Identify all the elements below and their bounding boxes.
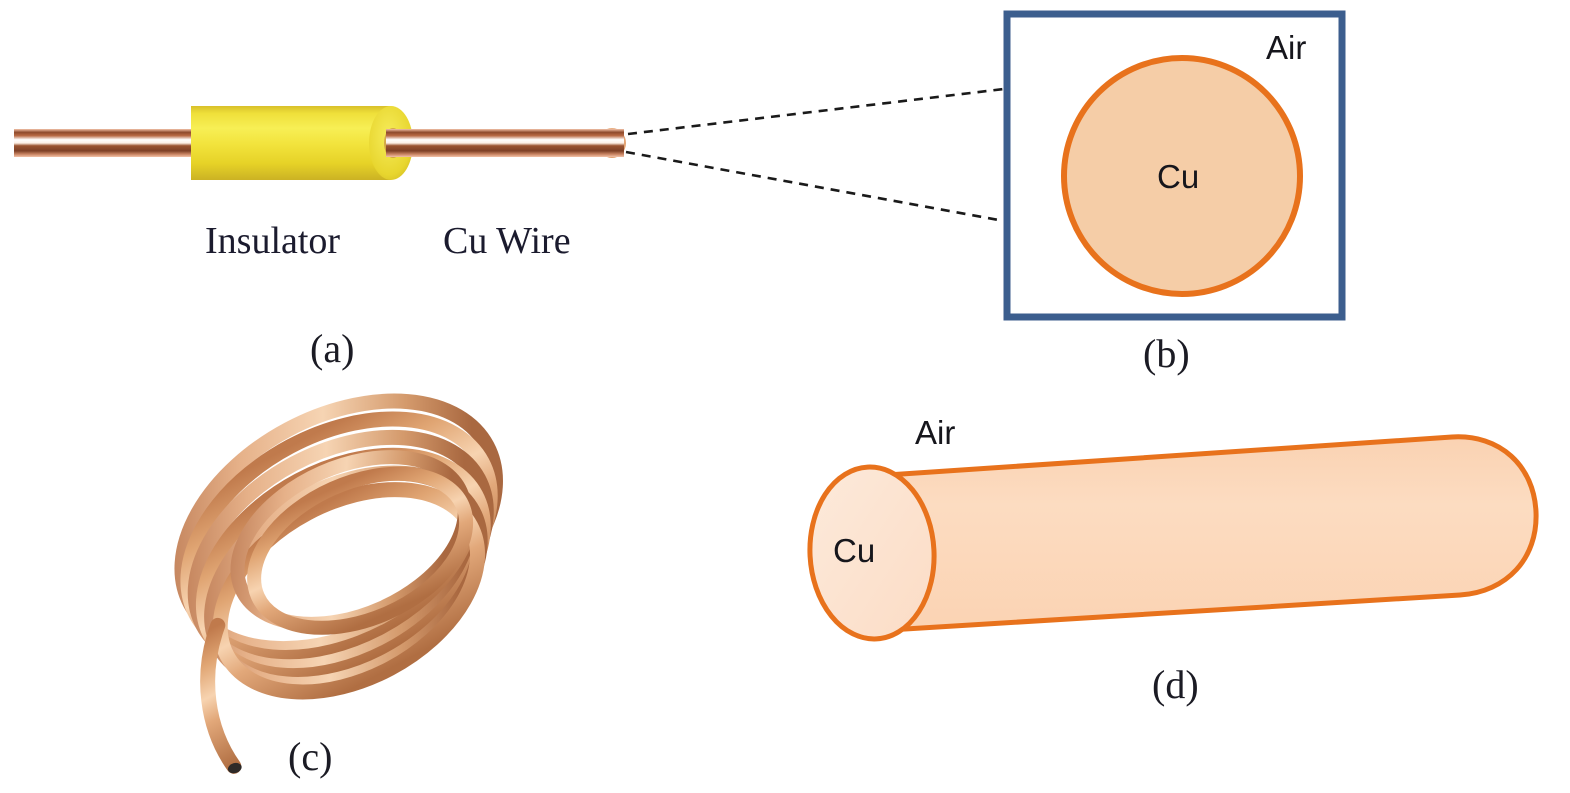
cu-wire-label: Cu Wire xyxy=(443,220,571,262)
panel-c-figure-label: (c) xyxy=(288,734,333,779)
cylinder-body xyxy=(869,434,1539,634)
cylinder-front-cap xyxy=(807,464,937,642)
panel-d-cylinder xyxy=(807,434,1539,642)
panel-d-cu-label: Cu xyxy=(833,532,876,569)
copper-wire-through-bore xyxy=(386,129,624,157)
insulator-label: Insulator xyxy=(205,220,341,262)
panel-a-wire-assembly xyxy=(14,106,626,180)
cu-cross-section-circle xyxy=(1061,55,1303,297)
panel-b-cross-section xyxy=(1003,10,1346,321)
coil-loop-8 xyxy=(247,466,474,635)
coil-wire-cut-end xyxy=(227,762,242,774)
panel-d-air-label: Air xyxy=(915,414,956,451)
panel-d-figure-label: (d) xyxy=(1152,662,1199,707)
panel-b-cu-label: Cu xyxy=(1157,158,1200,195)
panel-a-figure-label: (a) xyxy=(310,326,355,371)
panel-b-figure-label: (b) xyxy=(1143,331,1190,376)
insulator-sleeve xyxy=(191,106,391,180)
coil-free-end xyxy=(200,617,242,774)
panel-c-copper-coil xyxy=(174,393,503,774)
panel-b-air-label: Air xyxy=(1266,29,1307,66)
